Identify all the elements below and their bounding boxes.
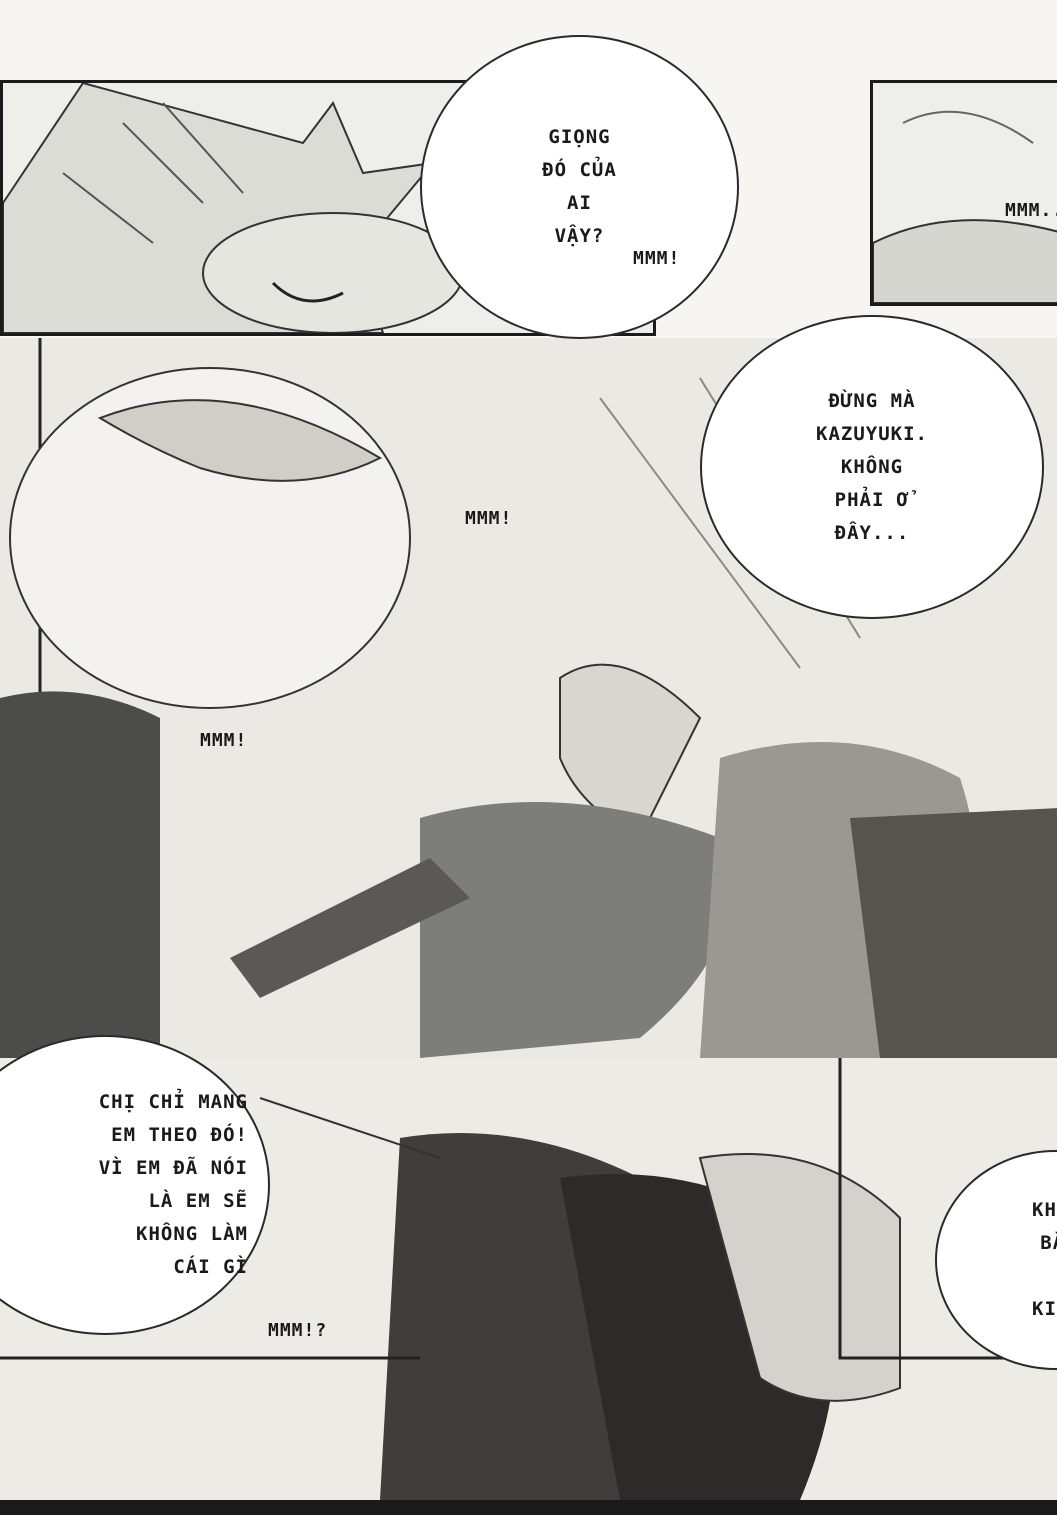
bubble-text-line: CHỊ CHỈ MANG xyxy=(98,1091,248,1113)
bubble-text-line: ĐÓ CỦA xyxy=(542,159,617,181)
bubble-text-line: KAZUYUKI. xyxy=(816,422,928,445)
bubble-text-line: LÀ EM SẼ xyxy=(148,1190,248,1212)
panel-middle xyxy=(0,338,1057,1058)
sfx-text: MMM!? xyxy=(268,1320,328,1341)
sfx-text: MMM... xyxy=(1005,200,1057,221)
speech-bubble-right: ĐỪNG MÀ KAZUYUKI. KHÔNG PHẢI Ở ĐÂY... xyxy=(700,315,1044,619)
panel-top-right xyxy=(870,80,1057,306)
bubble-text-line: CÁI GÌ xyxy=(173,1256,248,1278)
bubble-text-line: ĐỪNG MÀ xyxy=(828,389,916,412)
panel-middle-art xyxy=(0,338,1057,1058)
panel-top-right-art xyxy=(873,110,1057,303)
speech-bubble-left-bottom: CHỊ CHỈ MANG EM THEO ĐÓ! VÌ EM ĐÃ NÓI LÀ… xyxy=(0,1035,270,1335)
bubble-text-line: KHÔNG xyxy=(840,455,904,478)
bubble-text-line: GIỌNG xyxy=(548,126,611,148)
speech-bubble-top: GIỌNG ĐÓ CỦA AI VẬY? xyxy=(420,35,739,339)
panel-top-left-art xyxy=(3,83,467,333)
page-bottom-border xyxy=(0,1500,1057,1515)
bubble-text-line: VÌ EM ĐÃ NÓI xyxy=(98,1157,248,1179)
sfx-text: MMM! xyxy=(200,730,248,751)
bubble-text-line: KIA MÀ xyxy=(1032,1298,1057,1320)
sfx-text: MMM! xyxy=(633,248,681,269)
bubble-text-line: KHÔNG xyxy=(1032,1199,1057,1221)
bubble-text-line: ĐÂY... xyxy=(834,521,910,544)
bubble-text-line: EM THEO ĐÓ! xyxy=(111,1124,248,1146)
sfx-text: MMM! xyxy=(465,508,513,529)
bubble-text-line: KHÔNG LÀM xyxy=(136,1223,248,1245)
bubble-text-line: PHẢI Ở xyxy=(834,488,910,511)
bubble-text-line: BẮT CỨ CÁI GÌ xyxy=(1040,1232,1057,1254)
bubble-text-line: AI xyxy=(567,192,592,214)
bubble-text-line: VẬY? xyxy=(554,225,605,247)
